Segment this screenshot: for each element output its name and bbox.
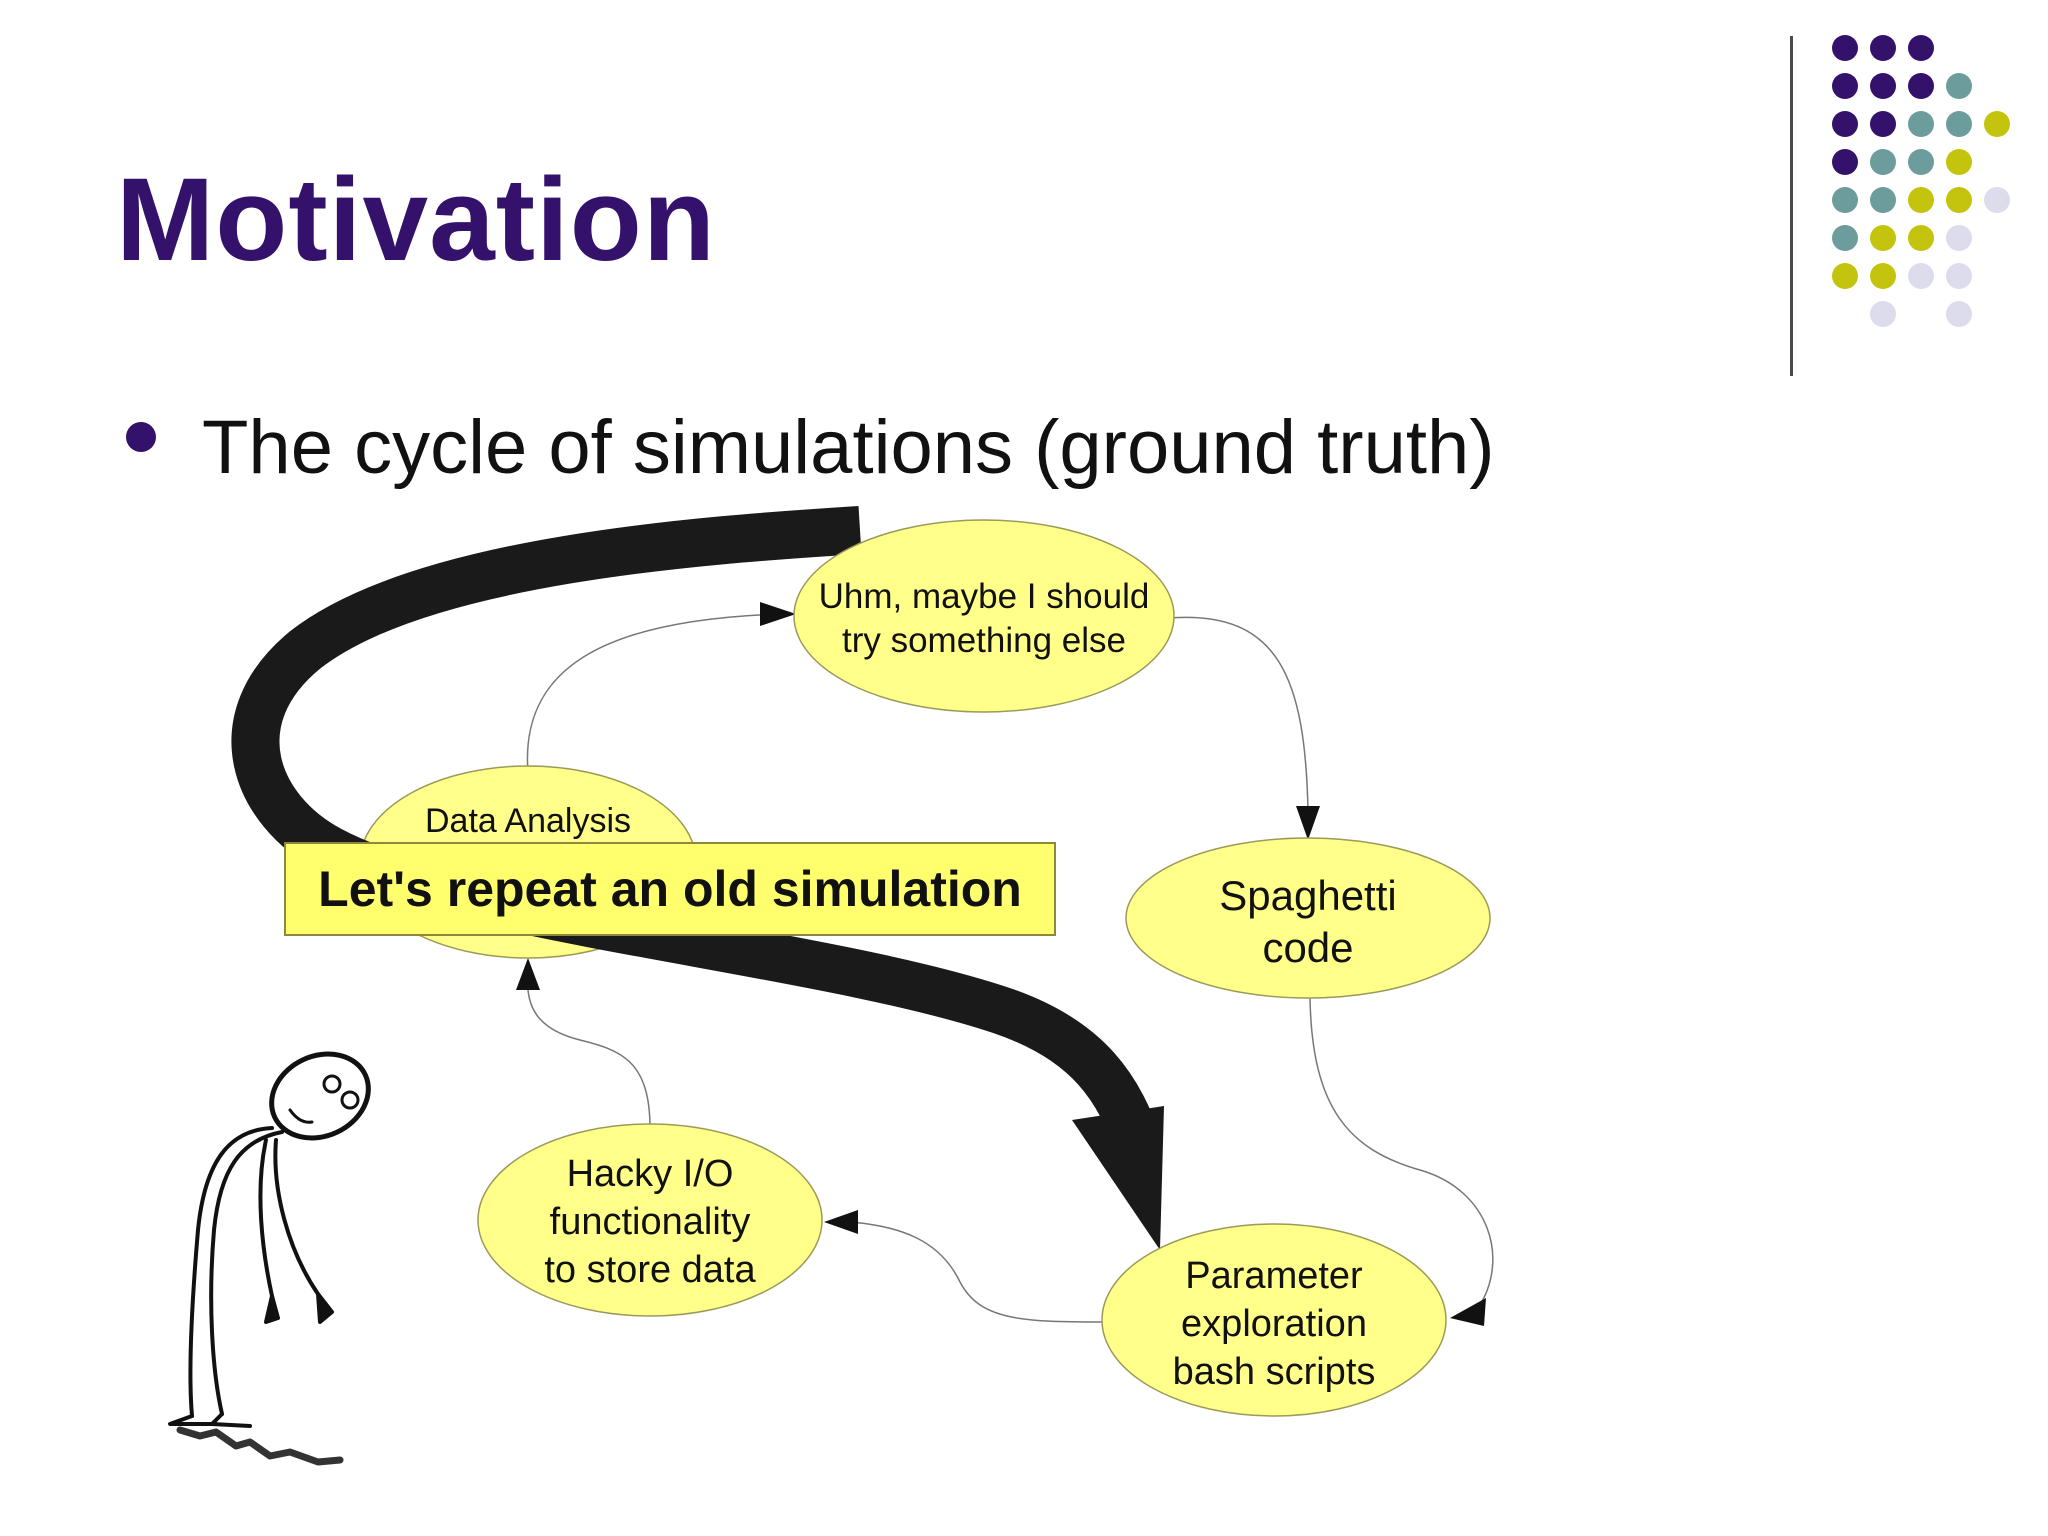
node-uhm-label-line2: try something else [842,621,1126,660]
node-hacky-label-line2: functionality [550,1201,751,1243]
decorative-dot [1870,187,1896,213]
decorative-dot [1870,263,1896,289]
decorative-dot [1946,301,1972,327]
decorative-dot [1984,111,2010,137]
decorative-dot [1870,73,1896,99]
decorative-dot [1870,301,1896,327]
node-parameter-exploration [1101,1223,1447,1417]
arrow-uhm-to-spaghetti [1169,616,1309,811]
decorative-dot [1908,35,1934,61]
decorative-dot [1870,111,1896,137]
arrowhead-hacky-to-analysis [516,958,540,990]
arrowhead-spaghetti-to-param [1450,1298,1486,1326]
bullet-point-icon [126,422,156,452]
title-divider-line [1790,36,1793,376]
node-param-label-line2: exploration [1181,1303,1367,1345]
decorative-dot [1832,35,1858,61]
decorative-dot [1832,263,1858,289]
arrow-analysis-to-uhm [526,613,781,773]
decorative-dot [1908,111,1934,137]
decorative-dot [1908,225,1934,251]
decorative-dot [1870,225,1896,251]
decorative-dot [1908,149,1934,175]
arrow-param-to-hacky [849,1221,1105,1323]
decorative-dot [1832,149,1858,175]
decorative-dot [1946,263,1972,289]
decorative-dot [1832,73,1858,99]
big-loop-arrowhead [1072,1106,1164,1250]
decorative-dot [1908,263,1934,289]
decorative-dot [1832,225,1858,251]
decorative-dot [1870,35,1896,61]
arrowhead-uhm-to-spaghetti [1296,806,1320,840]
decorative-dot [1946,73,1972,99]
arrow-spaghetti-to-param [1309,997,1494,1309]
decorative-dot [1832,187,1858,213]
decorative-dot [1984,187,2010,213]
node-spaghetti-label-line1: Spaghetti [1219,872,1396,919]
node-spaghetti-label-line2: code [1262,924,1353,971]
node-param-label-line1: Parameter [1185,1255,1363,1297]
decorative-dot-grid [1832,35,2010,327]
decorative-dot [1946,225,1972,251]
arrowhead-param-to-hacky [824,1210,858,1234]
decorative-dot [1946,149,1972,175]
slide-title: Motivation [116,154,716,286]
decorative-dot [1832,111,1858,137]
node-uhm-label-line1: Uhm, maybe I should [819,577,1150,616]
node-uhm-maybe [793,519,1175,713]
arrow-hacky-to-analysis [527,989,651,1129]
decorative-dot [1908,73,1934,99]
node-spaghetti-code [1125,837,1491,999]
node-data-analysis-label: Data Analysis [425,802,631,840]
node-hacky-io [477,1123,823,1317]
repeat-simulation-banner: Let's repeat an old simulation [284,842,1056,936]
arrowhead-analysis-to-uhm [760,602,796,626]
node-hacky-label-line1: Hacky I/O [567,1153,734,1195]
node-param-label-line3: bash scripts [1173,1351,1376,1393]
node-hacky-label-line3: to store data [544,1249,756,1291]
decorative-dot [1908,187,1934,213]
decorative-dot [1946,111,1972,137]
sad-stick-figure-illustration [168,1051,371,1466]
decorative-dot [1870,149,1896,175]
bullet-text: The cycle of simulations (ground truth) [202,405,1495,490]
decorative-dot [1946,187,1972,213]
